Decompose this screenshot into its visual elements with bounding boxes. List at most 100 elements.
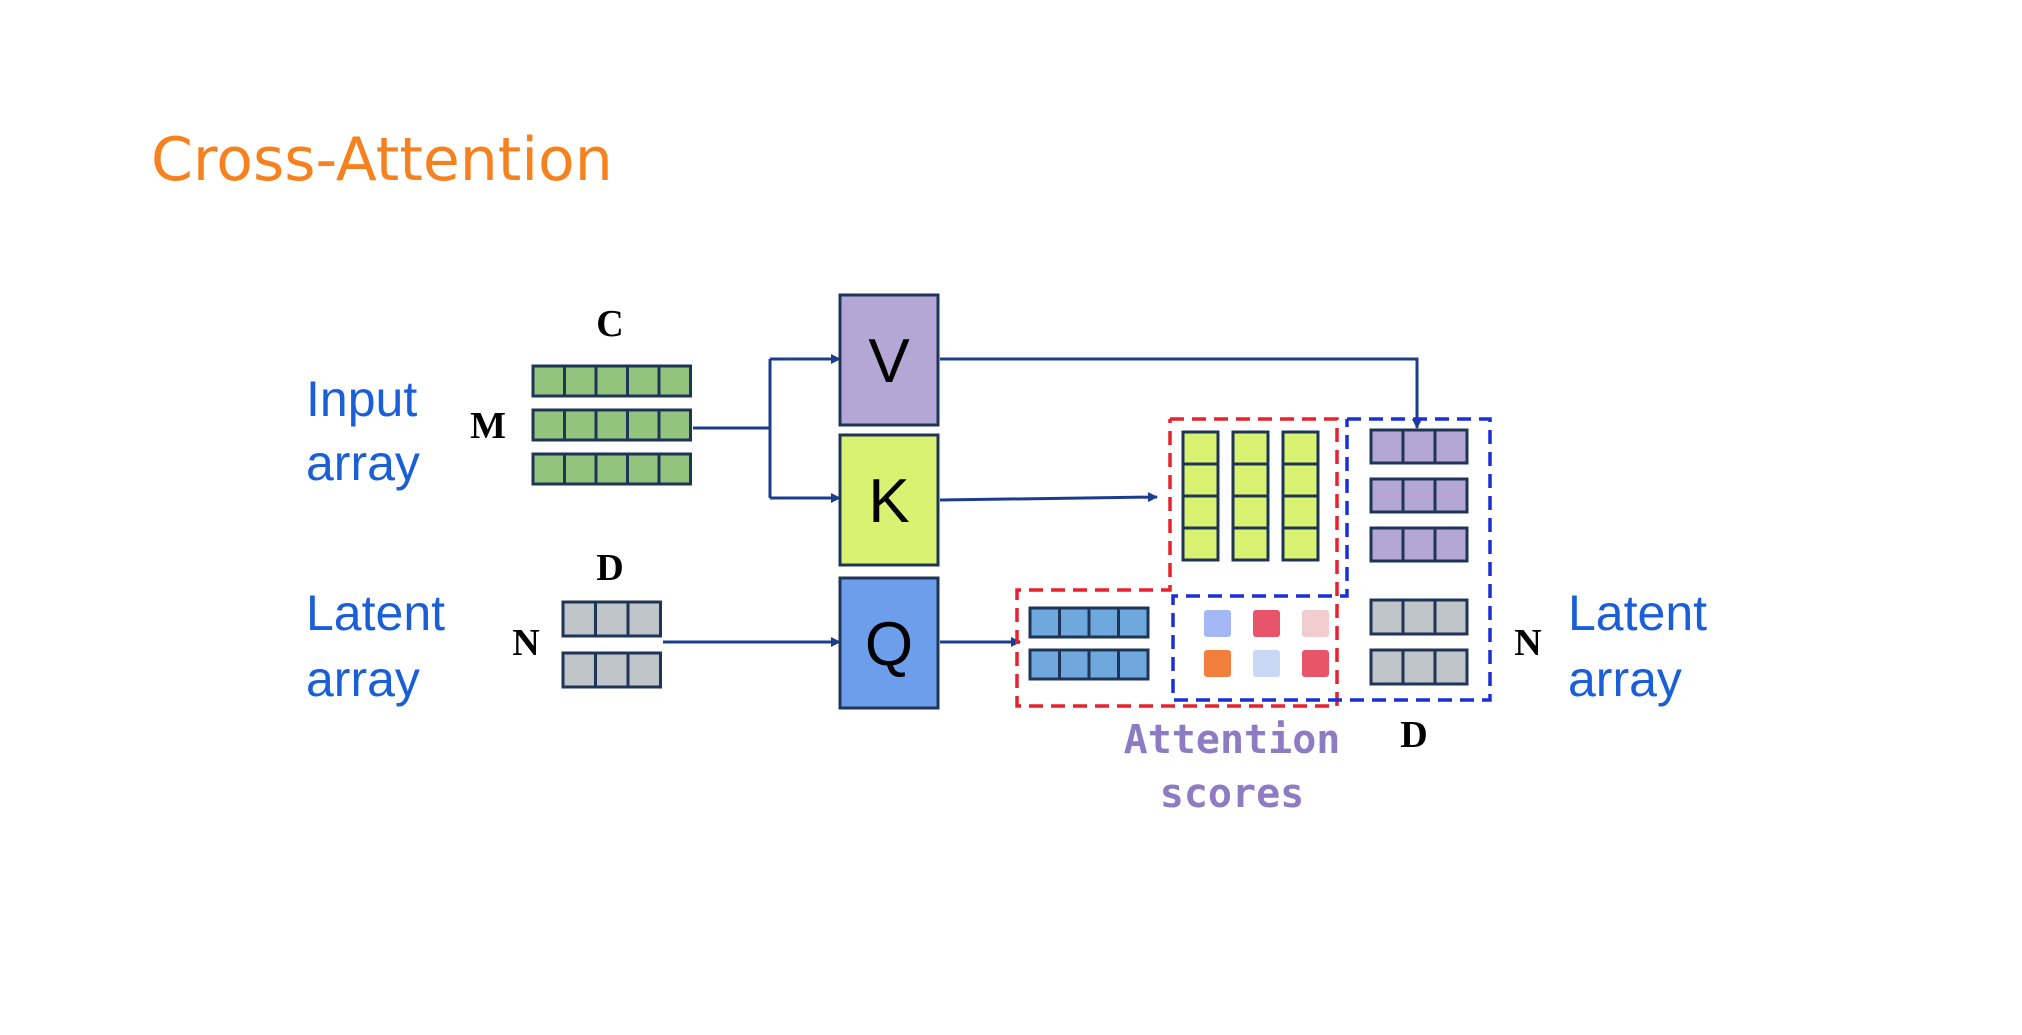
- value-cell: [1401, 428, 1437, 465]
- latent-array-label-right: Latent array: [1568, 585, 1707, 707]
- key-cell: [1281, 526, 1320, 562]
- dim-m-label: M: [470, 405, 506, 447]
- attention-score-grid: [1204, 610, 1329, 677]
- latent-left-cell: [626, 600, 662, 638]
- query-cell: [1087, 606, 1120, 639]
- arrow-k-to-keys: [939, 492, 1158, 503]
- k-label: K: [868, 467, 909, 536]
- query-cell: [1058, 606, 1091, 639]
- value-cell: [1369, 526, 1405, 563]
- key-cell: [1181, 430, 1220, 466]
- attention-score-cell: [1204, 610, 1231, 637]
- latent-array-label-left: Latent array: [306, 585, 445, 707]
- dim-d-bottom-label: D: [1400, 714, 1427, 756]
- attention-score-cell: [1253, 650, 1280, 677]
- latent-array-matrix-left: [561, 600, 662, 689]
- latent-left-cell: [594, 600, 630, 638]
- dim-c-label: C: [596, 303, 623, 345]
- value-cell: [1401, 526, 1437, 563]
- v-label: V: [868, 327, 910, 396]
- latent-right-cell: [1401, 648, 1437, 686]
- input-array-cell: [657, 452, 692, 486]
- key-cell: [1281, 494, 1320, 530]
- k-projection-box: K: [838, 433, 940, 567]
- input-array-cell: [657, 408, 692, 442]
- input-array-matrix: [531, 364, 692, 486]
- key-cell: [1281, 462, 1320, 498]
- input-array-label-line1: Input: [306, 371, 417, 427]
- latent-right-cell: [1369, 598, 1405, 636]
- input-array-cell: [594, 364, 629, 398]
- input-array-cell: [626, 364, 661, 398]
- query-cell: [1117, 648, 1150, 681]
- attention-scores-label-line1: Attention: [1124, 717, 1341, 763]
- v-projection-box: V: [838, 293, 940, 427]
- input-array-label: Input array: [306, 371, 420, 491]
- query-cell: [1028, 648, 1061, 681]
- dim-n-right-label: N: [1514, 622, 1541, 664]
- attention-score-cell: [1302, 650, 1329, 677]
- latent-right-cell: [1369, 648, 1405, 686]
- input-array-cell: [657, 364, 692, 398]
- query-cell: [1117, 606, 1150, 639]
- latent-left-cell: [561, 600, 597, 638]
- key-cell: [1181, 462, 1220, 498]
- key-cell: [1231, 526, 1270, 562]
- query-matrix: [1028, 606, 1150, 681]
- query-cell: [1087, 648, 1120, 681]
- latent-left-cell: [626, 651, 662, 689]
- input-array-cell: [563, 364, 598, 398]
- latent-right-cell: [1401, 598, 1437, 636]
- attention-score-cell: [1302, 610, 1329, 637]
- input-array-label-line2: array: [306, 435, 420, 491]
- latent-right-cell: [1433, 598, 1469, 636]
- value-cell: [1369, 477, 1405, 514]
- blue-dashed-outline: [1171, 417, 1492, 702]
- latent-array-left-line1: Latent: [306, 585, 445, 641]
- key-cell: [1181, 494, 1220, 530]
- key-matrix: [1181, 430, 1320, 562]
- latent-array-right-line2: array: [1568, 651, 1682, 707]
- input-array-cell: [531, 364, 566, 398]
- value-cell: [1401, 477, 1437, 514]
- red-dashed-outline: [1015, 417, 1339, 708]
- latent-array-left-line2: array: [306, 651, 420, 707]
- key-cell: [1231, 462, 1270, 498]
- value-cell: [1433, 477, 1469, 514]
- q-projection-box: Q: [838, 576, 940, 710]
- value-cell: [1369, 428, 1405, 465]
- connection-arrows: [663, 354, 1422, 647]
- attention-score-cell: [1253, 610, 1280, 637]
- input-array-cell: [594, 452, 629, 486]
- dashed-outlines: [1015, 417, 1492, 708]
- input-array-cell: [531, 408, 566, 442]
- latent-array-right-line1: Latent: [1568, 585, 1707, 641]
- page-title: Cross-Attention: [151, 125, 613, 195]
- key-cell: [1231, 494, 1270, 530]
- input-array-cell: [531, 452, 566, 486]
- latent-array-matrix-right: [1369, 598, 1469, 686]
- key-cell: [1181, 526, 1220, 562]
- value-matrix: [1369, 428, 1469, 563]
- arrow-v-to-values: [940, 357, 1422, 429]
- key-cell: [1281, 430, 1320, 466]
- attention-scores-label-line2: scores: [1160, 771, 1305, 817]
- key-cell: [1231, 430, 1270, 466]
- latent-left-cell: [561, 651, 597, 689]
- input-array-cell: [594, 408, 629, 442]
- query-cell: [1058, 648, 1091, 681]
- dim-d-top-label: D: [596, 547, 623, 589]
- value-cell: [1433, 428, 1469, 465]
- input-array-cell: [563, 408, 598, 442]
- input-array-cell: [626, 408, 661, 442]
- dim-n-left-label: N: [512, 622, 539, 664]
- attention-score-cell: [1204, 650, 1231, 677]
- latent-left-cell: [594, 651, 630, 689]
- query-cell: [1028, 606, 1061, 639]
- value-cell: [1433, 526, 1469, 563]
- q-label: Q: [865, 610, 913, 679]
- input-array-cell: [626, 452, 661, 486]
- input-array-cell: [563, 452, 598, 486]
- latent-right-cell: [1433, 648, 1469, 686]
